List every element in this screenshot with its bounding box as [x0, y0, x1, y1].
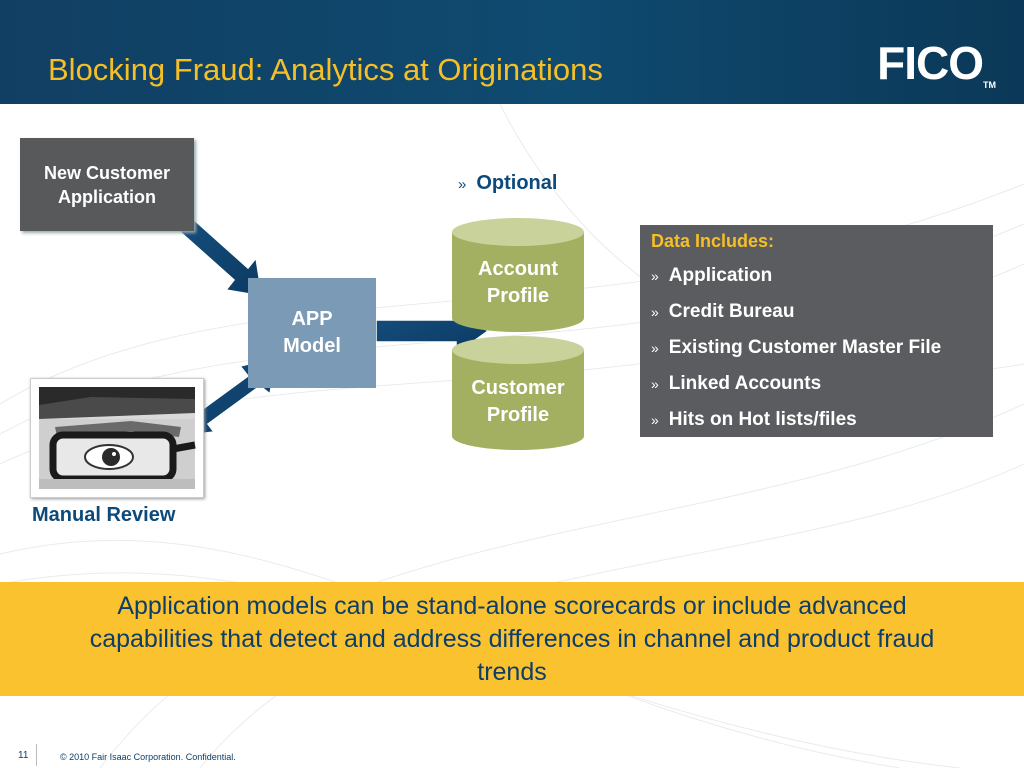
copyright-notice: © 2010 Fair Isaac Corporation. Confident… — [60, 752, 236, 762]
list-item: »Credit Bureau — [651, 301, 795, 322]
list-item: »Linked Accounts — [651, 373, 822, 394]
manual-review-label: Manual Review — [32, 504, 176, 526]
optional-text: Optional — [476, 172, 558, 194]
header-bar — [0, 0, 1024, 104]
chevron-icon: » — [651, 304, 659, 320]
summary-banner: Application models can be stand-alone sc… — [0, 582, 1024, 696]
summary-text: Application models can be stand-alone sc… — [89, 591, 935, 686]
chevron-icon: » — [651, 376, 659, 392]
page-number: 11 — [18, 750, 29, 761]
logo-text: FICO — [877, 37, 984, 89]
list-item: »Hits on Hot lists/files — [651, 409, 857, 430]
account-profile-label: Account Profile — [478, 258, 558, 307]
reviewer-face-image — [39, 387, 196, 489]
data-includes-box: Data Includes: »Application »Credit Bure… — [640, 225, 993, 437]
logo-trademark: TM — [983, 80, 996, 90]
list-item: »Application — [651, 265, 773, 286]
reviewer-photo — [30, 378, 204, 498]
new-customer-label: New Customer Application — [43, 162, 171, 207]
list-item: »Existing Customer Master File — [651, 337, 942, 358]
optional-label: » Optional — [458, 172, 557, 195]
new-customer-application-box: New Customer Application — [20, 138, 194, 231]
data-includes-title: Data Includes: — [651, 231, 775, 251]
chevron-icon: » — [651, 340, 659, 356]
chevron-icon: » — [651, 412, 659, 428]
app-model-label: APP Model — [283, 308, 341, 357]
page-title: Blocking Fraud: Analytics at Origination… — [48, 52, 603, 87]
data-includes-list: »Application »Credit Bureau »Existing Cu… — [651, 265, 941, 445]
chevron-icon: » — [458, 176, 467, 193]
app-model-box: APP Model — [248, 278, 376, 388]
footer-divider — [36, 744, 37, 766]
chevron-icon: » — [651, 268, 659, 284]
fico-logo: FICOTM — [877, 36, 996, 90]
customer-profile-label: Customer Profile — [471, 377, 565, 426]
